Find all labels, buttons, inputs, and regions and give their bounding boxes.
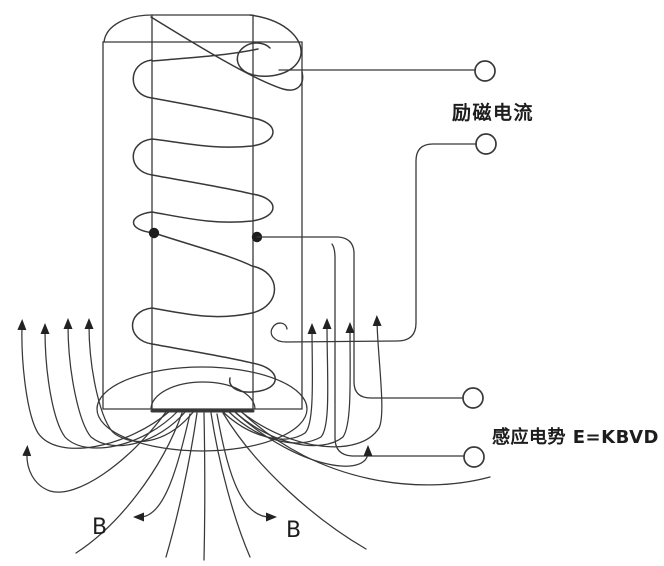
field-oval-outer bbox=[96, 366, 308, 452]
field-line-down-4 bbox=[210, 412, 251, 558]
field-line-right-low bbox=[235, 412, 373, 467]
field-line-left-4 bbox=[84, 318, 195, 442]
induced-emf-label: 感应电势 E=KBVD bbox=[492, 426, 659, 448]
field-line-left-1 bbox=[17, 319, 171, 449]
excitation-terminal-top bbox=[474, 60, 496, 82]
b-field-label-left: B bbox=[92, 515, 107, 540]
excitation-wire-bottom bbox=[270, 143, 477, 343]
signal-wires bbox=[256, 236, 464, 457]
field-line-left-3 bbox=[63, 318, 187, 447]
pipe-body bbox=[96, 14, 308, 452]
excitation-terminal-bottom bbox=[475, 133, 497, 155]
signal-terminal-top bbox=[462, 387, 484, 409]
field-line-down-5 bbox=[222, 412, 367, 550]
electrodes bbox=[148, 227, 263, 243]
electrode-left bbox=[148, 227, 160, 239]
signal-wire-bottom bbox=[331, 243, 464, 457]
coil-helix bbox=[131, 59, 276, 393]
coil-top-crossback bbox=[151, 48, 259, 62]
terminal-circles bbox=[462, 60, 497, 468]
field-line-b-right bbox=[216, 413, 277, 522]
signal-wire-top bbox=[256, 236, 463, 399]
diagram-labels: 励磁电流 感应电势 E=KBVD B B bbox=[92, 101, 659, 543]
field-line-down-1 bbox=[75, 412, 183, 554]
field-line-b-left bbox=[133, 413, 191, 522]
field-line-right-4 bbox=[239, 315, 383, 448]
field-line-left-low bbox=[22, 411, 167, 493]
magnetic-field-lines bbox=[17, 315, 491, 561]
coil-top-loop bbox=[236, 14, 302, 78]
field-line-down-2 bbox=[165, 412, 198, 558]
field-oval-inner bbox=[150, 381, 256, 410]
excitation-wires bbox=[270, 69, 477, 343]
field-line-down-3 bbox=[203, 412, 206, 561]
field-line-left-2 bbox=[40, 323, 179, 449]
field-line-right-2 bbox=[227, 318, 332, 444]
b-field-label-right: B bbox=[286, 518, 301, 543]
excitation-current-label: 励磁电流 bbox=[452, 101, 534, 124]
coil-winding bbox=[131, 14, 304, 393]
field-line-right-1 bbox=[221, 323, 317, 440]
coil-top-swoosh bbox=[150, 16, 304, 91]
tube-top-face bbox=[103, 14, 251, 43]
field-line-right-sweep bbox=[243, 413, 491, 486]
signal-terminal-bottom bbox=[463, 446, 485, 468]
